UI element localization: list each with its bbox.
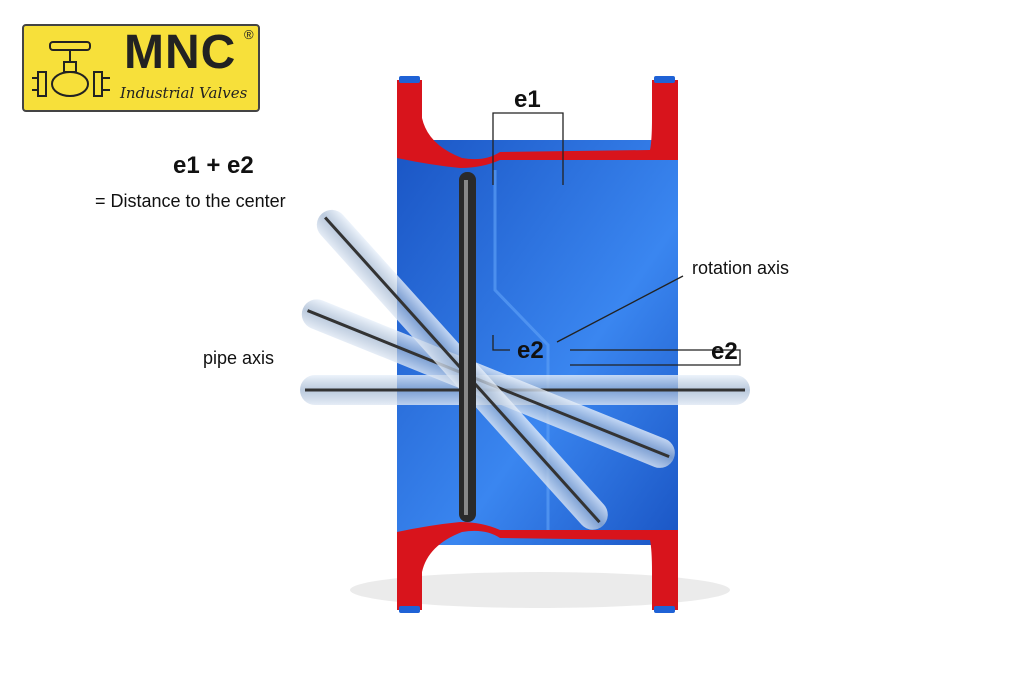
dimension-lines (492, 112, 741, 366)
disc-positions (300, 172, 750, 530)
rotation-axis-label: rotation axis (692, 258, 790, 278)
formula-subtitle: = Distance to the center (95, 191, 286, 211)
shadow (350, 572, 730, 608)
logo-brand: MNC (124, 26, 237, 79)
e1-label: e1 (514, 86, 541, 113)
top-flange (397, 80, 678, 168)
e2-inner-label: e2 (517, 337, 544, 364)
logo-registered: ® (244, 27, 254, 42)
formula-title: e1 + e2 (173, 152, 254, 179)
pipe-axis-label: pipe axis (203, 348, 275, 368)
mnc-logo: MNC Industrial Valves ® (22, 24, 260, 112)
bottom-flange (397, 522, 678, 610)
logo-tagline: Industrial Valves (120, 84, 248, 102)
valve-body (397, 76, 678, 613)
valve-icon (32, 41, 110, 97)
e2-outer-label: e2 (711, 338, 738, 365)
